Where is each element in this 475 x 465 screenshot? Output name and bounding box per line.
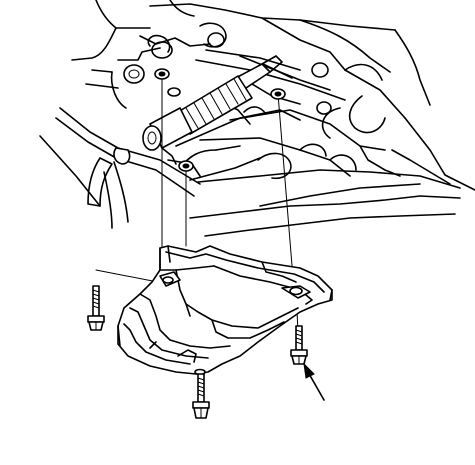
wire-harness [39,107,201,229]
pointer-arrow [303,362,325,401]
bolt [87,285,105,331]
mount-bosses [154,68,286,172]
bolt [290,325,308,365]
lower-cover [117,245,333,376]
shift-cable [142,55,301,177]
bolt [192,373,210,419]
transmission-case [71,0,475,237]
